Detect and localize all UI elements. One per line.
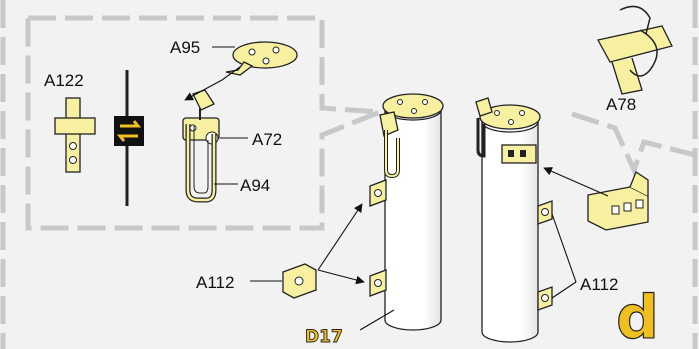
- part-a78-bracket-detail: [587, 171, 649, 231]
- label-a112-right: A112: [580, 275, 618, 294]
- label-a122: A122: [44, 71, 84, 90]
- label-d17: D17: [305, 327, 343, 347]
- swap-icon: [114, 116, 144, 146]
- part-a78: [597, 5, 673, 95]
- a78-callout-dash: [571, 111, 699, 177]
- part-a122: [54, 97, 96, 173]
- label-a95: A95: [170, 38, 200, 57]
- detail-callout-box: [25, 15, 381, 231]
- cylinder-d17: [369, 93, 444, 331]
- part-a112-loose: [282, 263, 317, 299]
- step-letter: d: [616, 283, 659, 349]
- cylinder-assembled: [475, 97, 553, 343]
- label-a112-left: A112: [196, 273, 234, 292]
- label-a78: A78: [606, 95, 636, 114]
- part-a72-a94: [182, 89, 220, 203]
- label-a72: A72: [252, 130, 282, 149]
- label-a94: A94: [240, 176, 270, 195]
